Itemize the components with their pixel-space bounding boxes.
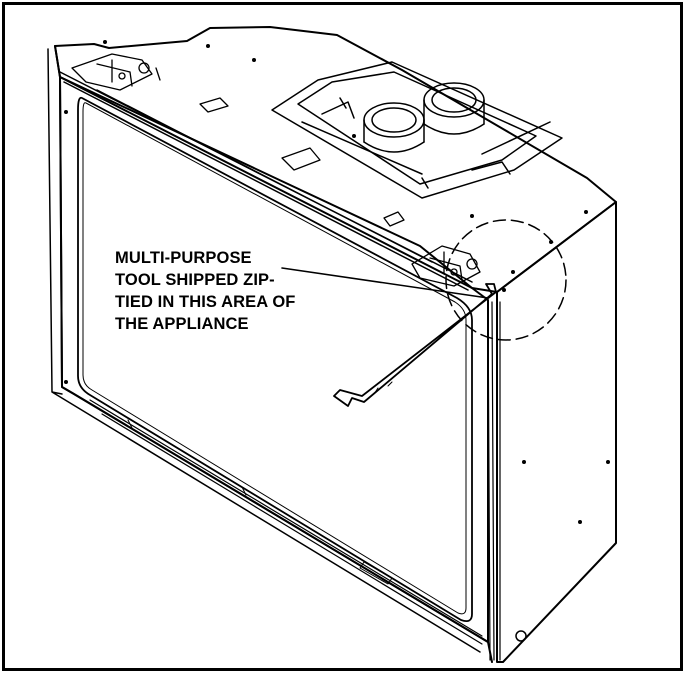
fireplace-appliance	[47, 26, 617, 663]
glass-panel	[77, 96, 473, 623]
screw-dots	[64, 40, 610, 524]
front-frame-outer	[59, 76, 489, 643]
top-opening-2	[281, 147, 321, 171]
vent-assembly	[271, 61, 563, 199]
callout-line-2: TOOL SHIPPED ZIP-	[115, 271, 275, 289]
multi-purpose-tool	[333, 283, 497, 407]
left-side-panel	[54, 45, 493, 663]
bottom-trim	[127, 419, 393, 585]
glass-panel-inner	[82, 102, 467, 615]
right-latch	[411, 245, 481, 287]
highlight-circle	[445, 219, 567, 341]
callout-line-3: TIED IN THIS AREA OF	[115, 293, 296, 311]
top-opening-1	[199, 97, 229, 113]
callout-leader	[281, 267, 489, 299]
right-side-inner-edge	[487, 299, 501, 661]
top-front-rail	[59, 71, 473, 291]
callout-line-1: MULTI-PURPOSE	[115, 249, 252, 267]
tool-detail	[373, 381, 393, 395]
left-latch	[71, 53, 161, 91]
bottom-rail	[89, 399, 483, 645]
right-side-panel	[496, 201, 617, 663]
side-hole	[515, 630, 527, 642]
callout-line-4: THE APPLIANCE	[115, 315, 249, 333]
top-opening-3	[383, 211, 405, 227]
left-side-edge	[47, 48, 481, 653]
callout-text: MULTI-PURPOSE TOOL SHIPPED ZIP- TIED IN …	[115, 247, 375, 335]
